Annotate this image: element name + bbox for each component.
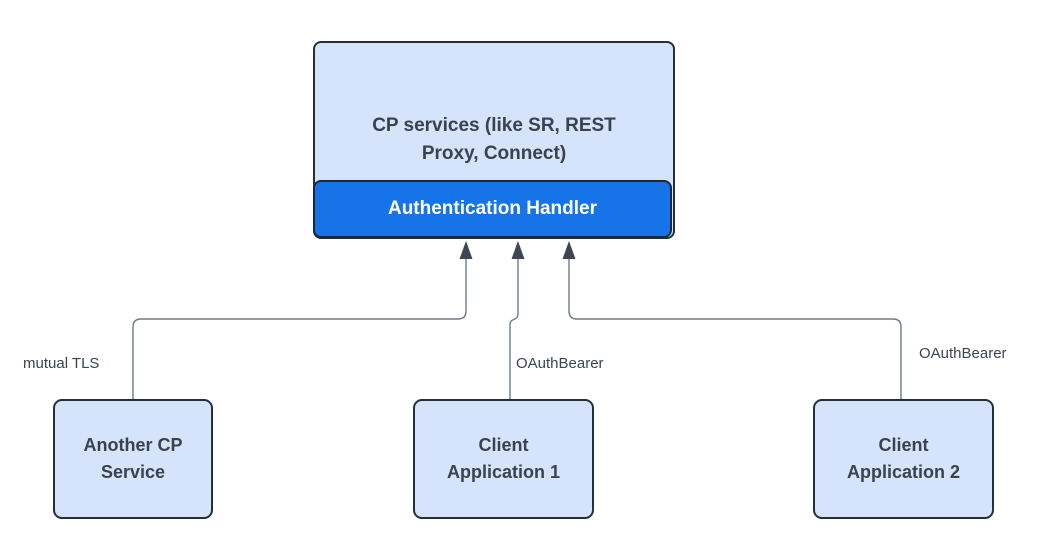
another-cp-service-label-line1: Another CP (83, 435, 183, 455)
client-application-1-label-line1: Client (478, 435, 529, 455)
arrowhead-oauthbearer-1-icon (511, 241, 525, 259)
arrowhead-mutual-tls-icon (459, 241, 473, 259)
cp-services-label-line2: Proxy, Connect) (421, 143, 567, 164)
connector-oauthbearer-2 (568, 259, 902, 399)
authentication-handler-bar: Authentication Handler (313, 180, 672, 238)
edge-label-mutual-tls: mutual TLS (23, 355, 100, 372)
edge-label-oauthbearer-2: OAuthBearer (919, 345, 1007, 362)
another-cp-service-box: Another CP Service (53, 399, 213, 519)
cp-services-label-line1: CP services (like SR, REST (372, 115, 616, 136)
client-application-1-box: Client Application 1 (413, 399, 594, 519)
client-application-1-label-line2: Application 1 (446, 462, 560, 482)
another-cp-service-label-line2: Service (100, 462, 166, 482)
client-application-2-label-line1: Client (878, 435, 929, 455)
edge-label-oauthbearer-1: OAuthBearer (516, 355, 604, 372)
connector-mutual-tls (132, 259, 467, 399)
client-application-2-label-line2: Application 2 (846, 462, 960, 482)
arrowhead-oauthbearer-2-icon (562, 241, 576, 259)
client-application-2-box: Client Application 2 (813, 399, 994, 519)
connector-oauthbearer-1 (509, 259, 519, 399)
authentication-handler-label: Authentication Handler (387, 198, 597, 219)
